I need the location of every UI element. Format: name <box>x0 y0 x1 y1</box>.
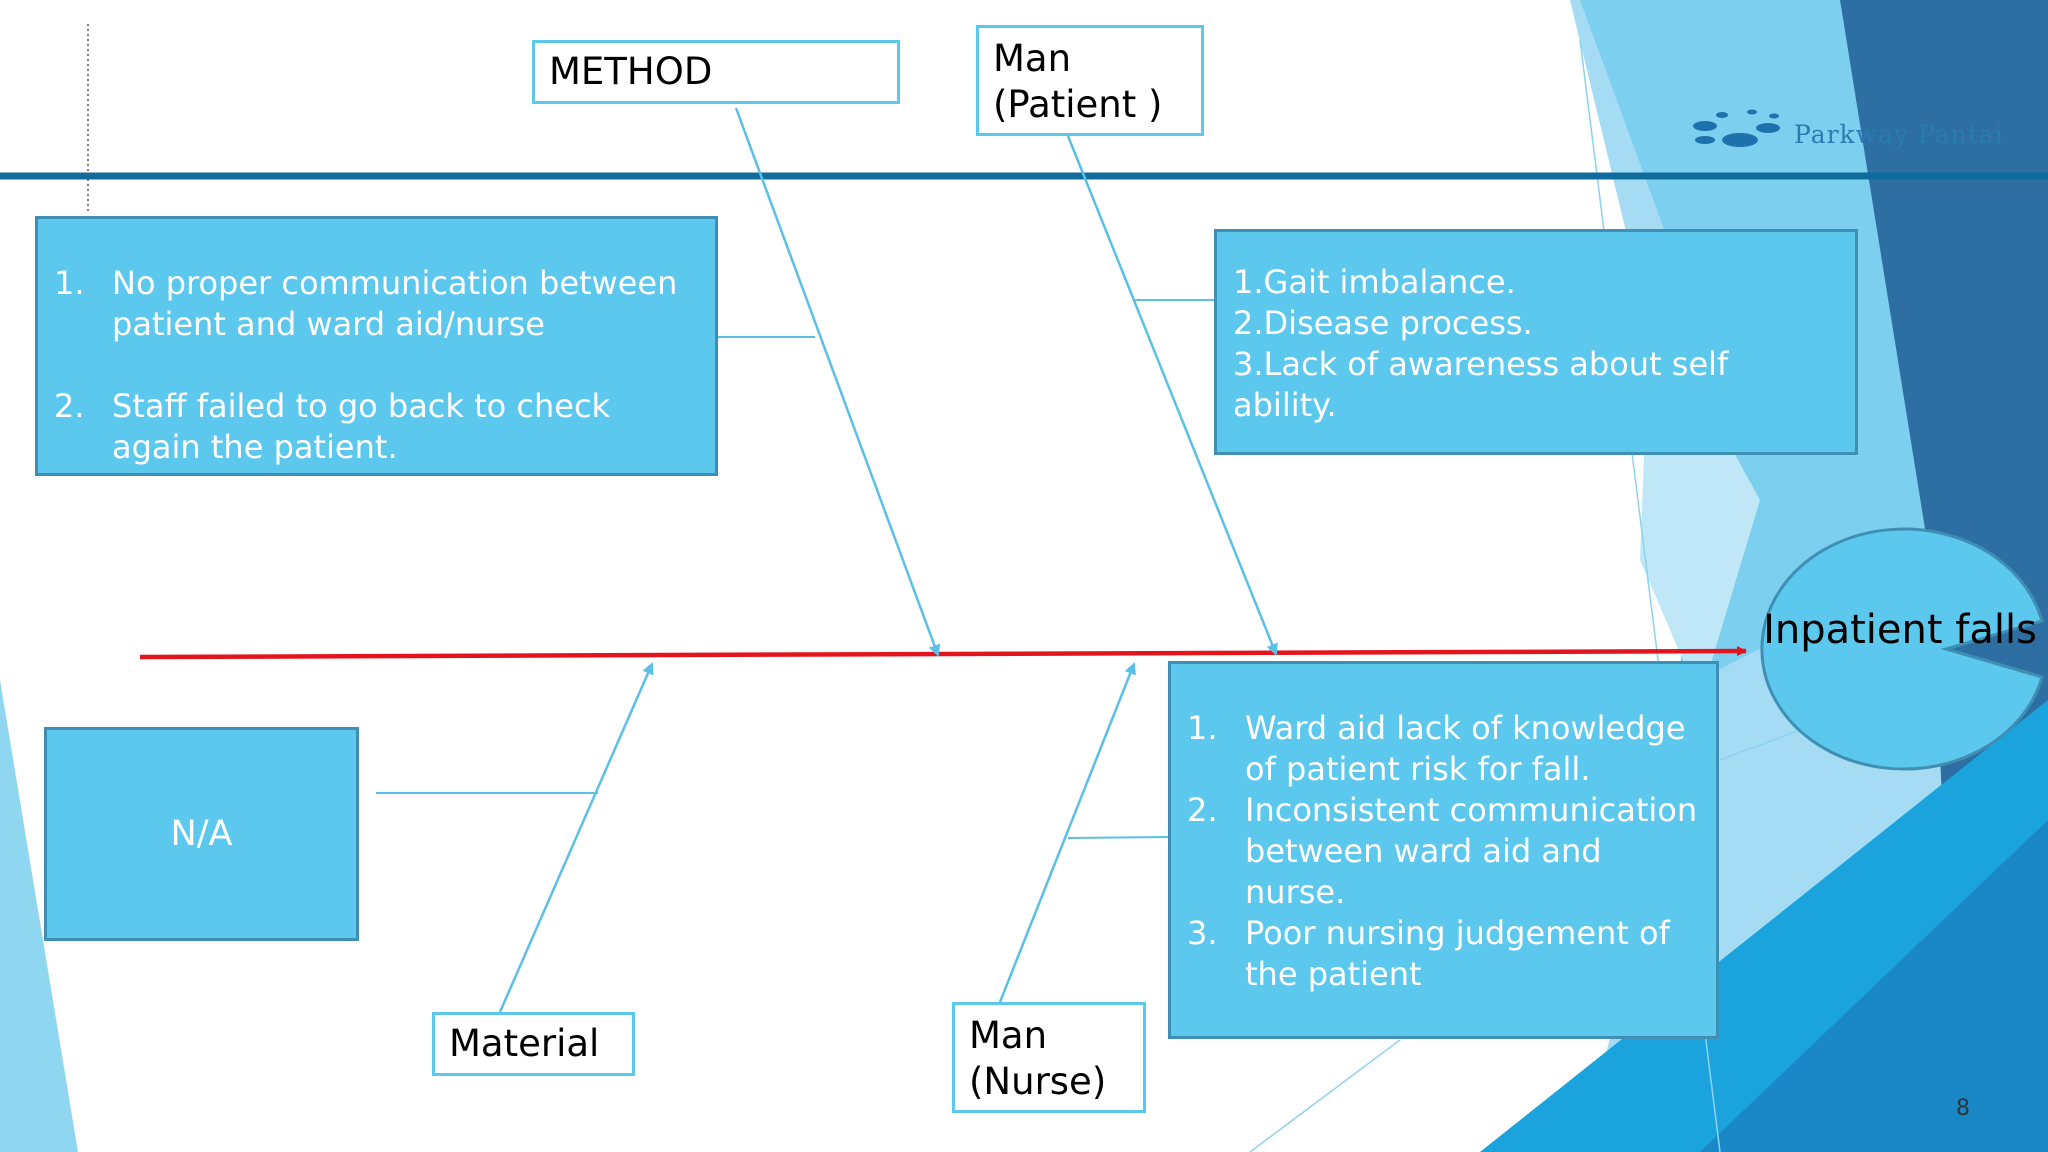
cause-number: 2. <box>54 387 85 425</box>
causes-man-nurse-list: 1. Ward aid lack of knowledge of patient… <box>1187 708 1698 995</box>
bone-method <box>734 107 941 657</box>
causes-method-box: 1. No proper communication between patie… <box>35 216 718 476</box>
category-method-label: METHOD <box>549 50 713 93</box>
cause-item: 1. Ward aid lack of knowledge of patient… <box>1187 708 1698 790</box>
effect-label: Inpatient falls <box>1763 607 2037 653</box>
category-man-nurse-line2: (Nurse) <box>969 1060 1107 1103</box>
causes-man-patient-box: 1.Gait imbalance. 2.Disease process. 3.L… <box>1214 229 1858 455</box>
bone-material <box>498 662 654 1013</box>
category-man-nurse-line1: Man <box>969 1014 1048 1057</box>
bone-man-patient <box>1066 135 1278 656</box>
cause-number: 2. <box>1187 791 1218 829</box>
cause-item: 1. No proper communication between patie… <box>54 263 695 345</box>
cause-number: 1. <box>1187 709 1218 747</box>
cause-text: Staff failed to go back to check again t… <box>112 387 611 466</box>
category-man-nurse: Man (Nurse) <box>952 1002 1146 1113</box>
category-man-patient-line2: (Patient ) <box>993 83 1163 126</box>
category-material-label: Material <box>449 1022 600 1065</box>
cause-text: Inconsistent communication between ward … <box>1245 791 1698 911</box>
cause-text: Poor nursing judgement of the patient <box>1245 914 1670 993</box>
left-wedge <box>0 680 78 1152</box>
category-material: Material <box>432 1012 635 1076</box>
spine-arrow <box>139 646 1747 660</box>
cause-item: 2.Disease process. <box>1233 304 1533 342</box>
cause-item: 1.Gait imbalance. <box>1233 263 1516 301</box>
cause-number: 1. <box>54 264 85 302</box>
causes-method-list: 1. No proper communication between patie… <box>54 263 695 468</box>
causes-material-box: N/A <box>44 727 359 941</box>
effect-shape <box>1760 527 2044 771</box>
right-panel-bottom-2 <box>1700 820 2048 1152</box>
logo-text: Parkway Pantai <box>1794 120 2004 149</box>
bg-thin-line-2 <box>1249 1039 1401 1152</box>
category-man-patient-line1: Man <box>993 37 1072 80</box>
causes-man-patient-list: 1.Gait imbalance. 2.Disease process. 3.L… <box>1233 262 1841 426</box>
tick-man-nurse <box>1067 836 1169 839</box>
cause-item: 2. Inconsistent communication between wa… <box>1187 790 1698 913</box>
cause-item: 3.Lack of awareness about self ability. <box>1233 345 1729 424</box>
bone-man-nurse <box>998 662 1136 1003</box>
cause-item: 2. Staff failed to go back to check agai… <box>54 386 695 468</box>
cause-text: No proper communication between patient … <box>112 264 678 343</box>
cause-number: 3. <box>1187 914 1218 952</box>
cause-text: Ward aid lack of knowledge of patient ri… <box>1245 709 1686 788</box>
slide-number: 8 <box>1956 1096 1970 1121</box>
causes-man-nurse-box: 1. Ward aid lack of knowledge of patient… <box>1168 661 1719 1039</box>
category-method: METHOD <box>532 40 900 104</box>
cause-item: 3. Poor nursing judgement of the patient <box>1187 913 1698 995</box>
category-man-patient: Man (Patient ) <box>976 25 1204 136</box>
cause-na-text: N/A <box>170 813 233 854</box>
